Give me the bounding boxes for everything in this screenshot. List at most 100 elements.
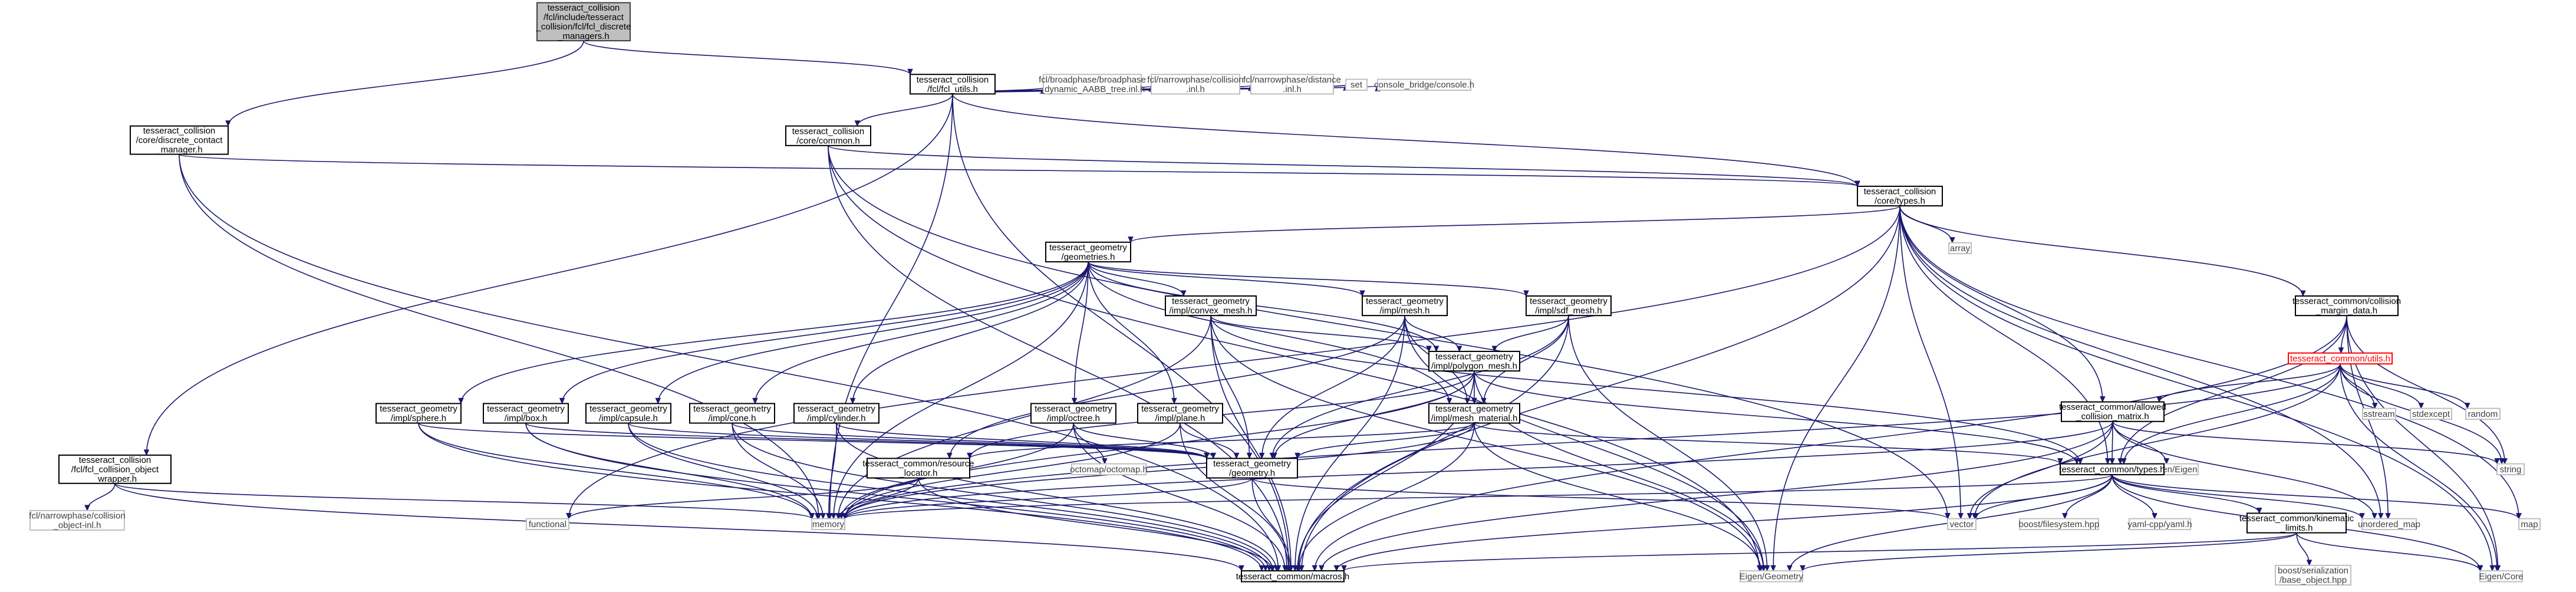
graph-node[interactable]: tesseract_common/macros.h — [1236, 570, 1350, 583]
edge-arrowhead — [1973, 513, 1979, 519]
graph-node[interactable]: Eigen/Geometry — [1740, 570, 1804, 583]
edge-arrowhead — [831, 513, 836, 519]
graph-node[interactable]: tesseract_common/resource_locator.h — [862, 458, 974, 479]
dependency-edge — [836, 423, 1280, 572]
dependency-edge — [1296, 423, 1475, 572]
graph-node[interactable]: fcl/narrowphase/distance.inl.h — [1243, 74, 1341, 95]
graph-node[interactable]: tesseract_geometry/geometry.h — [1206, 458, 1298, 479]
graph-node[interactable]: tesseract_common/allowed_collision_matri… — [2059, 401, 2166, 422]
node-label: stdexcept — [2412, 409, 2450, 419]
graph-node[interactable]: memory — [811, 518, 845, 531]
graph-node[interactable]: tesseract_collision/fcl/fcl_collision_ob… — [58, 454, 172, 484]
edge-arrowhead — [1238, 565, 1244, 572]
edge-arrowhead — [1204, 452, 1210, 459]
graph-node[interactable]: Eigen/Core — [2479, 570, 2524, 583]
graph-node[interactable]: boost/filesystem.hpp — [2019, 518, 2100, 531]
edge-arrowhead — [2371, 513, 2377, 519]
graph-node[interactable]: tesseract_geometry/impl/box.h — [483, 403, 569, 424]
edge-arrowhead — [809, 513, 815, 519]
edge-line — [828, 145, 1287, 571]
dependency-edge — [1088, 261, 1187, 297]
graph-node[interactable]: tesseract_collision/fcl/fcl_utils.h — [910, 74, 996, 95]
node-label: string — [2500, 465, 2522, 475]
dependency-edge — [828, 145, 1763, 572]
node-box — [2465, 407, 2501, 420]
node-label: _margin_data.h — [2315, 306, 2377, 316]
graph-node[interactable]: set — [1345, 78, 1368, 91]
graph-node[interactable]: tesseract_collision/core/discrete_contac… — [130, 125, 229, 155]
graph-node[interactable]: boost/serialization/base_object.hpp — [2275, 564, 2351, 586]
graph-node[interactable]: yaml-cpp/yaml.h — [2127, 518, 2192, 531]
graph-node[interactable]: fcl/narrowphase/collision_object-inl.h — [29, 509, 126, 531]
graph-node[interactable]: sstream — [2362, 407, 2396, 420]
graph-node[interactable]: fcl/broadphase/broadphase_dynamic_AABB_t… — [1039, 74, 1146, 95]
node-label: .inl.h — [1186, 84, 1205, 94]
graph-node[interactable]: tesseract_geometry/impl/mesh.h — [1362, 295, 1448, 317]
graph-node[interactable]: map — [2518, 518, 2541, 531]
node-layer: tesseract_collision/fcl/include/tesserac… — [29, 2, 2541, 586]
dependency-edge — [1333, 474, 2113, 572]
edge-arrowhead — [907, 68, 913, 75]
graph-node[interactable]: tesseract_common/utils.h — [2288, 352, 2393, 365]
node-box — [2295, 295, 2399, 317]
graph-node[interactable]: tesseract_common/types.h — [2059, 463, 2165, 476]
graph-node[interactable]: console_bridge/console.h — [1374, 78, 1474, 91]
graph-node[interactable]: tesseract_geometry/impl/capsule.h — [585, 403, 671, 424]
node-box — [1377, 78, 1471, 91]
graph-node[interactable]: tesseract_geometry/impl/polygon_mesh.h — [1428, 350, 1520, 372]
graph-node[interactable]: fcl/narrowphase/collision.inl.h — [1147, 74, 1244, 95]
edge-line — [852, 261, 1089, 404]
node-label: unordered_map — [2358, 519, 2420, 529]
graph-node[interactable]: tesseract_collision/core/common.h — [785, 125, 871, 146]
graph-node[interactable]: random — [2465, 407, 2501, 420]
edge-line — [844, 421, 2113, 519]
edge-arrowhead — [1966, 513, 1973, 519]
dependency-edge — [655, 261, 1089, 404]
dependency-edge — [1800, 532, 2297, 572]
edge-line — [1474, 423, 1761, 571]
dependency-edge — [525, 422, 1210, 459]
node-box — [2060, 463, 2165, 476]
node-label: /base_object.hpp — [2279, 575, 2347, 585]
graph-node[interactable]: tesseract_geometry/impl/cone.h — [689, 403, 775, 424]
graph-node[interactable]: tesseract_geometry/impl/plane.h — [1137, 403, 1223, 424]
graph-node[interactable]: array — [1948, 242, 1972, 255]
graph-node[interactable]: tesseract_geometry/impl/mesh_material.h — [1428, 403, 1520, 424]
graph-node[interactable]: tesseract_geometry/impl/sphere.h — [375, 403, 462, 424]
graph-node[interactable]: string — [2496, 463, 2525, 476]
edge-line — [418, 422, 1207, 459]
node-label: fcl/narrowphase/collision — [29, 511, 125, 521]
edge-arrowhead — [820, 513, 826, 519]
dependency-edge — [179, 154, 1282, 572]
graph-node[interactable]: tesseract_geometry/impl/cylinder.h — [793, 403, 879, 424]
graph-node[interactable]: stdexcept — [2410, 407, 2452, 420]
edge-arrowhead — [752, 397, 758, 404]
graph-node[interactable]: vector — [1947, 518, 1977, 531]
edge-arrowhead — [825, 513, 832, 519]
edge-arrowhead — [2372, 403, 2378, 409]
node-box — [375, 403, 462, 424]
graph-node[interactable]: tesseract_geometry/geometries.h — [1045, 241, 1131, 262]
edge-line — [2340, 364, 2498, 571]
edge-arrowhead — [1296, 565, 1302, 572]
graph-node[interactable]: unordered_map — [2358, 518, 2420, 531]
node-box — [1137, 403, 1223, 424]
graph-node[interactable]: tesseract_geometry/impl/sdf_mesh.h — [1526, 295, 1612, 317]
node-label: tesseract_geometry — [1435, 404, 1513, 414]
edge-arrowhead — [1181, 290, 1187, 297]
edge-line — [1297, 315, 1569, 571]
graph-node[interactable]: tesseract_common/kinematic_limits.h — [2239, 512, 2354, 534]
graph-node[interactable]: tesseract_geometry/impl/octree.h — [1030, 403, 1116, 424]
dependency-edge — [1088, 261, 1529, 297]
dependency-edge — [114, 483, 1244, 572]
graph-node[interactable]: octomap/octomap.h — [1070, 463, 1148, 476]
edge-arrowhead — [655, 397, 661, 404]
dependency-edge — [2121, 364, 2341, 465]
edge-line — [857, 94, 953, 126]
graph-node[interactable]: tesseract_collision/core/types.h — [1857, 185, 1943, 207]
graph-node[interactable]: tesseract_common/collision_margin_data.h — [2292, 295, 2401, 317]
graph-node[interactable]: tesseract_geometry/impl/convex_mesh.h — [1165, 295, 1257, 317]
node-box — [1428, 350, 1520, 372]
node-box — [536, 2, 631, 42]
graph-node[interactable]: functional — [526, 518, 569, 531]
